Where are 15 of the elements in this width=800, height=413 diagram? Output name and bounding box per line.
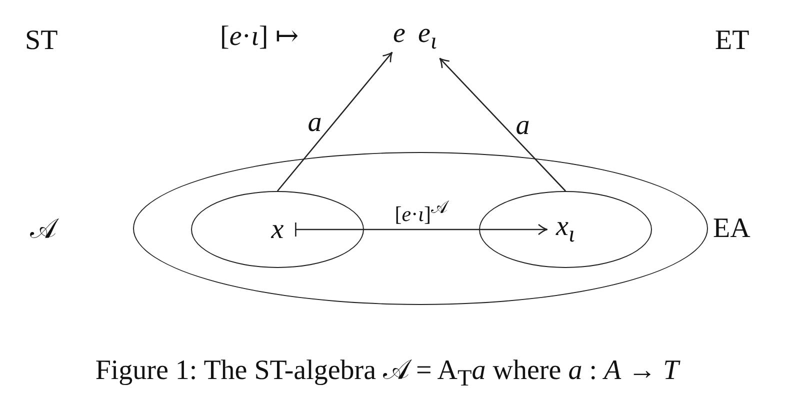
math-label: e$_{ι}$ — [418, 20, 437, 54]
variable-label: x — [271, 216, 284, 244]
inner-ellipse — [479, 191, 652, 268]
math-label: e — [393, 20, 406, 48]
figure-caption: Figure 1: The ST-algebra 𝒜 = A$_{T}$a where a : A → T — [95, 357, 679, 391]
variable-label: x$_{ι}$ — [556, 212, 575, 246]
inner-ellipse — [191, 191, 364, 268]
edge-label: [e·ι]$^{𝒜}$ — [394, 199, 448, 226]
math-label: ET — [715, 26, 750, 54]
math-label: [e·ι] ↦ — [220, 23, 299, 51]
math-label: EA — [713, 214, 750, 242]
outer-ellipse — [133, 152, 708, 305]
edge-label: a — [516, 112, 530, 140]
edge-label: a — [308, 108, 322, 137]
math-label: ST — [25, 26, 58, 54]
